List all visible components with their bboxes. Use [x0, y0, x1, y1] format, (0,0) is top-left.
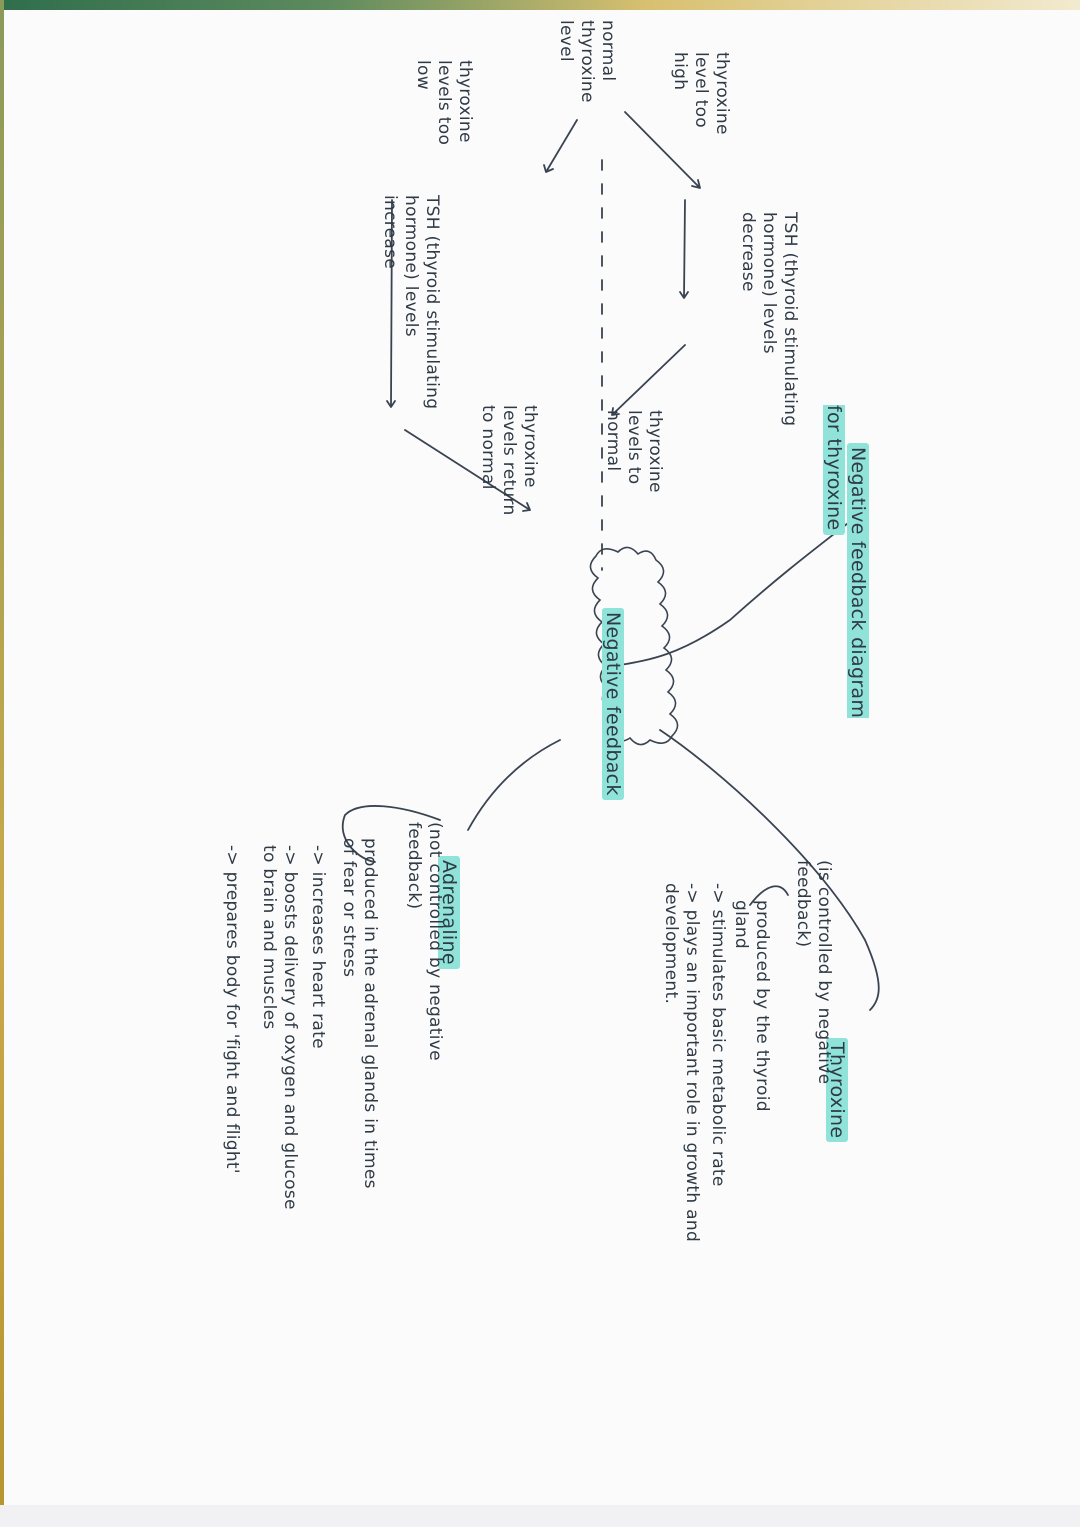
arrow-high-to-tsh-decrease: [679, 199, 689, 299]
adrenaline-hook: [342, 805, 441, 863]
adrenaline-bullet-1: produced in the adrenal glands in times …: [339, 838, 380, 1189]
label-tsh-decrease: TSH (thyroid stimulating hormone) levels…: [738, 212, 800, 427]
thyroxine-hook: [749, 885, 789, 906]
adrenaline-bullet-4: -> prepares body for 'fight and flight': [222, 845, 242, 1174]
label-normal-thyroxine-level: normal thyroxine level: [556, 20, 618, 103]
label-thyroxine-return-normal: thyroxine levels return to normal: [478, 405, 540, 516]
adrenaline-subtitle: (not controlled by negative feedback): [404, 822, 445, 1061]
thyroxine-bullet-3: -> plays an important role in growth and…: [661, 883, 702, 1243]
label-tsh-increase: TSH (thyroid stimulating hormone) levels…: [380, 195, 442, 410]
center-label-text: Negative feedback: [602, 608, 624, 800]
adrenaline-bullet-2: -> increases heart rate: [308, 845, 328, 1049]
label-thyroxine-too-low: thyroxine levels too low: [413, 60, 475, 146]
thyroxine-bullet-2: -> stimulates basic metabolic rate: [708, 883, 728, 1187]
center-label: Negative feedback: [581, 570, 644, 800]
arrow-tsh-increase-to-return: [404, 429, 531, 512]
label-thyroxine-too-high: thyroxine level too high: [670, 52, 732, 135]
arrow-normal-to-low: [543, 119, 578, 173]
page-bottom-edge: [0, 1505, 1080, 1527]
thyroxine-subtitle: (is controlled by negative feedback): [793, 860, 834, 1085]
label-thyroxine-to-normal-1: thyroxine levels to normal: [603, 410, 665, 493]
connector-to-adrenaline: [467, 739, 561, 831]
page-top-edge: [0, 0, 1080, 10]
arrow-normal-to-high: [624, 111, 701, 189]
connector-to-thyroxine: [659, 729, 880, 1011]
diagram-title-text: Negative feedback diagram for thyroxine: [823, 405, 869, 719]
page-left-edge: [0, 0, 4, 1527]
arrow-tsh-decrease-to-normal: [611, 344, 686, 416]
thyroxine-bullet-1-text: produced by the thyroid gland: [731, 900, 772, 1112]
diagram-title: Negative feedback diagram for thyroxine: [798, 405, 894, 745]
title-connector: [619, 519, 853, 666]
thyroxine-bullet-1: produced by the thyroid gland: [730, 900, 772, 1112]
adrenaline-bullet-3: -> boosts delivery of oxygen and glucose…: [259, 845, 300, 1210]
arrow-low-to-tsh-increase: [386, 199, 396, 408]
